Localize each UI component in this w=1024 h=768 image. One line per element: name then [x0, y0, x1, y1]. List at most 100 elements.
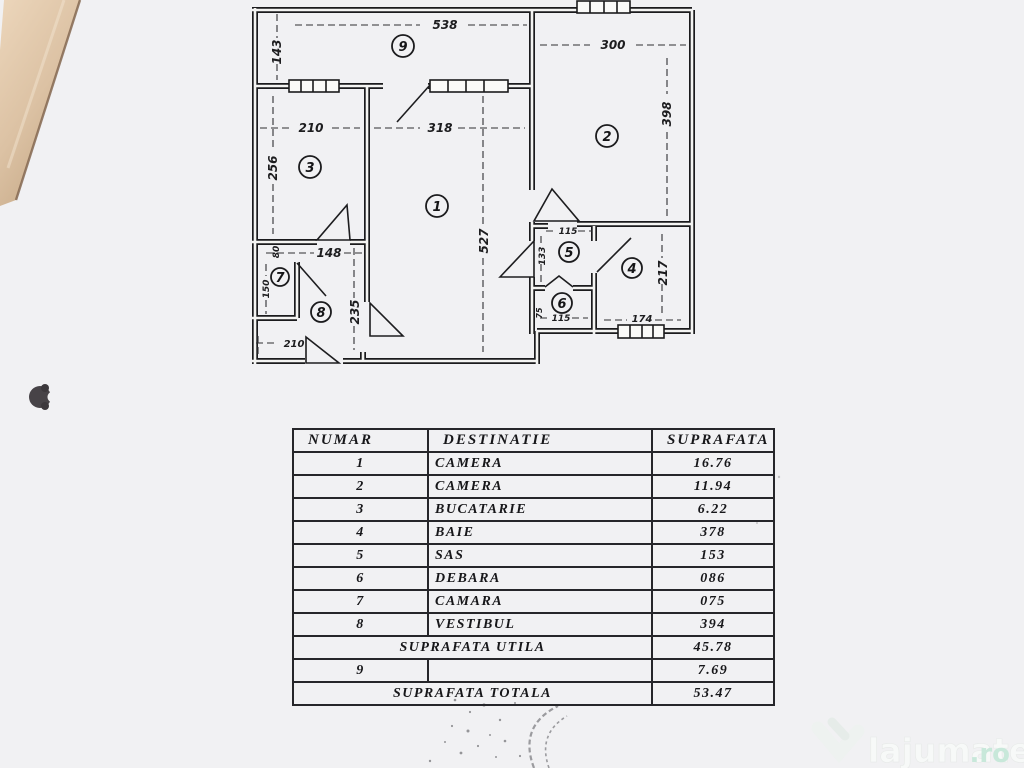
cell-number: 5	[292, 543, 429, 568]
window-icon	[429, 79, 509, 93]
room-markers: 1 2 3 4 5 6 7 8 9	[270, 34, 643, 323]
dim-label: 75	[535, 307, 544, 319]
cell-number: 7	[292, 589, 429, 614]
door-room2	[532, 187, 581, 222]
svg-text:7: 7	[275, 271, 285, 286]
stamp-artifact	[428, 475, 781, 768]
cell-number: 3	[292, 497, 429, 522]
cell-area: 378	[651, 520, 775, 545]
svg-text:5: 5	[564, 246, 573, 261]
window-icon	[617, 324, 665, 339]
cell-area: 394	[651, 612, 775, 637]
col-header-numar: NUMAR	[292, 428, 429, 453]
watermark: lajumate .ro	[811, 717, 1024, 768]
dim-label: 217	[656, 260, 670, 286]
dim-label: 300	[600, 38, 625, 52]
dim-label: 150	[262, 280, 272, 299]
cell-number: 6	[292, 566, 429, 591]
dimension-lines	[256, 14, 686, 358]
cell-area: 6.22	[651, 497, 775, 522]
room-marker-7: 7	[270, 267, 290, 287]
cell-destination: VESTIBUL	[427, 612, 653, 637]
table-row-utila: SUPRAFATA UTILA 45.78	[292, 635, 775, 660]
room-marker-8: 8	[310, 301, 332, 323]
dim-label: 398	[660, 101, 674, 126]
svg-text:6: 6	[557, 297, 566, 312]
cell-suprafata-totala-label: SUPRAFATA TOTALA	[292, 681, 653, 706]
room-marker-9: 9	[391, 34, 415, 58]
table-row: 8 VESTIBUL 394	[292, 612, 775, 637]
dim-label: 80	[272, 246, 282, 259]
door-leaf-baie	[596, 237, 632, 273]
cell-area: 075	[651, 589, 775, 614]
door-room1-hall	[369, 301, 405, 337]
dim-label: 174	[632, 314, 653, 325]
room-marker-3: 3	[298, 155, 322, 179]
table-row: 9 7.69	[292, 658, 775, 683]
svg-text:4: 4	[626, 262, 636, 277]
dim-label: 527	[477, 228, 491, 254]
room-marker-4: 4	[621, 257, 643, 279]
table-row: 1 CAMERA 16.76	[292, 451, 775, 476]
table-row: 7 CAMARA 075	[292, 589, 775, 614]
dim-label: 210	[284, 339, 305, 350]
windows	[288, 0, 665, 339]
door-debara	[544, 274, 574, 288]
cell-destination: CAMERA	[427, 451, 653, 476]
dim-label: 256	[266, 155, 280, 180]
floor-plan: 538 143 300 398 210 318 256 527 148 80 1…	[252, 0, 695, 364]
area-table: NUMAR DESTINATIE SUPRAFATA 1 CAMERA 16.7…	[292, 428, 775, 706]
col-header-suprafata: SUPRAFATA	[651, 428, 775, 453]
cell-number: 9	[292, 658, 429, 683]
cell-number: 4	[292, 520, 429, 545]
dim-label: 115	[552, 314, 571, 324]
table-row: 3 BUCATARIE 6.22	[292, 497, 775, 522]
door-entrance	[305, 335, 342, 364]
cell-number: 2	[292, 474, 429, 499]
cell-destination: SAS	[427, 543, 653, 568]
room-marker-5: 5	[558, 241, 580, 263]
cell-number: 1	[292, 451, 429, 476]
cell-destination: CAMERA	[427, 474, 653, 499]
cell-suprafata-totala-value: 53.47	[651, 681, 775, 706]
dimension-labels: 538 143 300 398 210 318 256 527 148 80 1…	[262, 18, 674, 350]
table-row: 2 CAMERA 11.94	[292, 474, 775, 499]
watermark-tld: .ro	[969, 739, 1010, 768]
door-leaf-camara	[296, 262, 327, 297]
table-row: 5 SAS 153	[292, 543, 775, 568]
dim-label: 318	[427, 121, 452, 135]
room-marker-6: 6	[551, 292, 573, 314]
svg-text:1: 1	[432, 200, 441, 215]
dim-label: 148	[316, 246, 341, 260]
cell-destination: DEBARA	[427, 566, 653, 591]
svg-text:3: 3	[305, 161, 314, 176]
paper-corner-artifact	[0, 0, 82, 206]
cell-destination: BUCATARIE	[427, 497, 653, 522]
table-row-totala: SUPRAFATA TOTALA 53.47	[292, 681, 775, 706]
door-kitchen	[315, 203, 351, 241]
cell-area: 153	[651, 543, 775, 568]
cell-area: 11.94	[651, 474, 775, 499]
lajumate-logo-icon	[811, 717, 865, 764]
cell-number: 8	[292, 612, 429, 637]
table-header-row: NUMAR DESTINATIE SUPRAFATA	[292, 428, 775, 453]
table-row: 4 BAIE 378	[292, 520, 775, 545]
cell-destination: CAMARA	[427, 589, 653, 614]
watermark-brand: lajumate	[868, 731, 1024, 768]
room-marker-2: 2	[595, 124, 619, 148]
door-room1-sas	[498, 238, 535, 278]
col-header-destinatie: DESTINATIE	[427, 428, 653, 453]
svg-text:9: 9	[398, 40, 407, 55]
cell-suprafata-utila-value: 45.78	[651, 635, 775, 660]
door-leaf-balcony	[396, 84, 431, 123]
dim-label: 538	[432, 18, 457, 32]
cell-area: 086	[651, 566, 775, 591]
window-icon	[288, 79, 340, 93]
cell-destination: BAIE	[427, 520, 653, 545]
dim-label: 235	[348, 299, 362, 324]
table-row: 6 DEBARA 086	[292, 566, 775, 591]
svg-text:2: 2	[602, 130, 611, 145]
window-icon	[576, 0, 631, 14]
